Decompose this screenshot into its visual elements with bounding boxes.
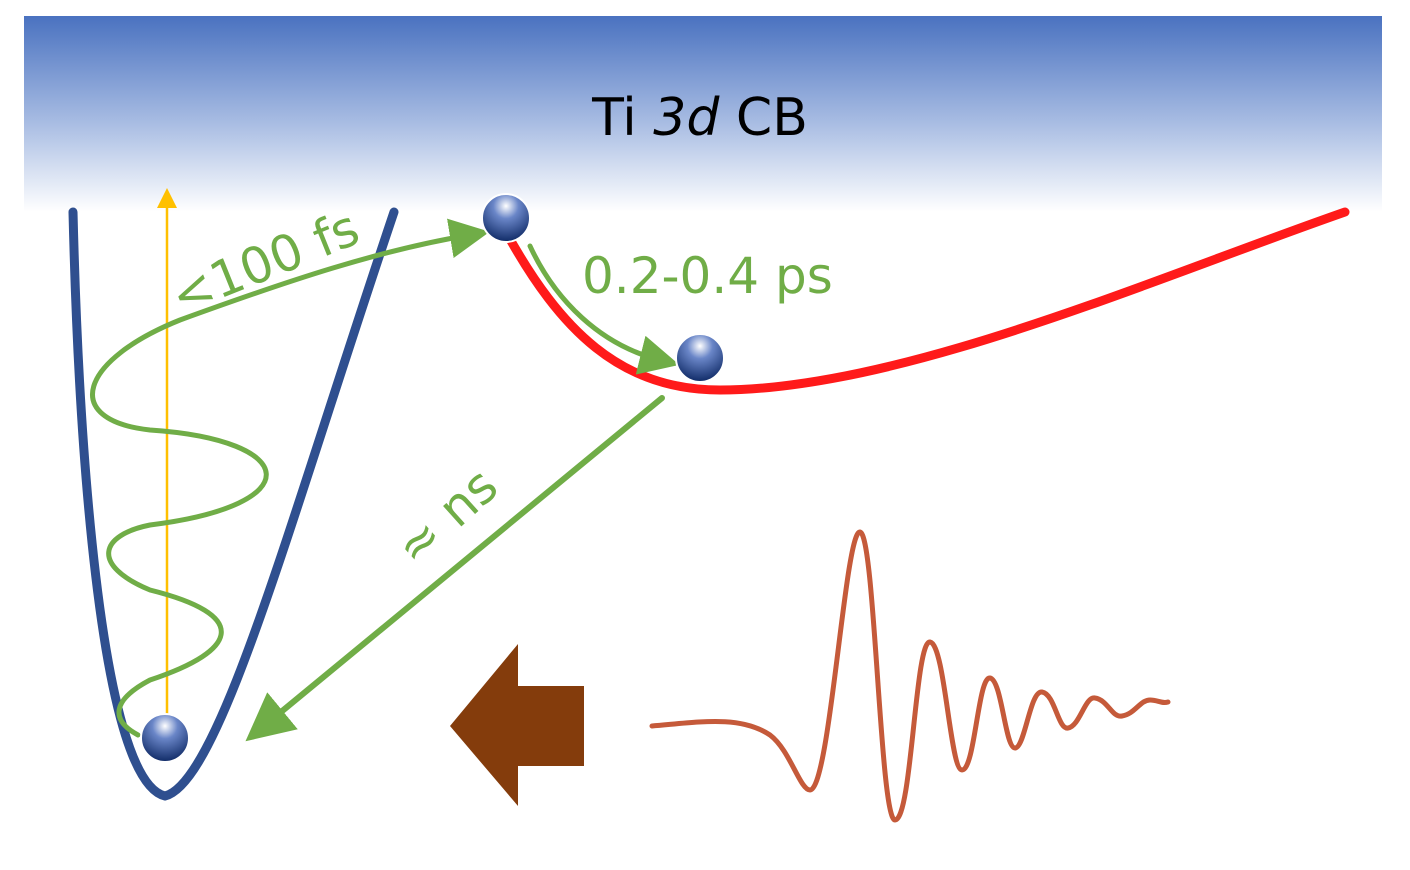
conduction-band-label: Ti 3d CB <box>591 88 808 148</box>
recombination-time-label: ≈ ns <box>384 457 509 577</box>
injection-time-label: <100 fs <box>163 199 367 327</box>
recombination-arrow <box>245 395 665 742</box>
ground-state-well <box>68 207 399 801</box>
trapping-time-label: 0.2-0.4 ps <box>582 247 833 305</box>
electron-sphere-icon-trapped <box>675 333 725 383</box>
electron-sphere-icon-ground <box>140 713 190 763</box>
electron-sphere-icon-injected <box>481 193 531 243</box>
injection-path <box>90 218 490 738</box>
damped-wave-icon <box>649 529 1171 823</box>
trap-state-curve <box>501 207 1350 395</box>
trapping-arrow <box>527 243 680 375</box>
left-arrow-icon <box>450 644 584 806</box>
conduction-band <box>24 16 1382 212</box>
